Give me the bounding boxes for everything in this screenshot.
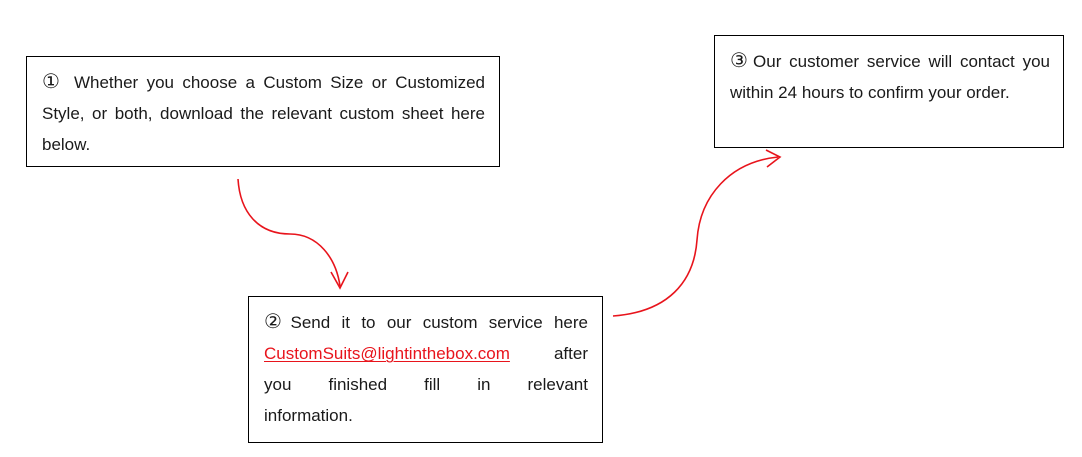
- arrowhead-step3: [765, 149, 782, 168]
- step-1-text: Whether you choose a Custom Size or Cust…: [42, 73, 485, 154]
- step-1-box: ① Whether you choose a Custom Size or Cu…: [26, 56, 500, 167]
- step-2-text-before: Send it to our custom service here: [290, 313, 588, 332]
- step-2-text-after-3: information.: [264, 406, 353, 425]
- step-2-number: ②: [264, 309, 289, 333]
- step-3-number: ③: [730, 48, 752, 72]
- step-2-text-after-2: you finished fill in relevant: [264, 375, 588, 394]
- arrow-step1-to-step2: [237, 178, 341, 287]
- arrow-step2-to-step3: [612, 156, 779, 317]
- custom-service-email-link[interactable]: CustomSuits@lightinthebox.com: [264, 344, 510, 363]
- step-1-number: ①: [42, 69, 64, 93]
- arrowhead-step2: [330, 271, 349, 290]
- step-3-text: Our customer service will contact you wi…: [730, 52, 1050, 102]
- step-2-text-after-1: after: [553, 344, 588, 363]
